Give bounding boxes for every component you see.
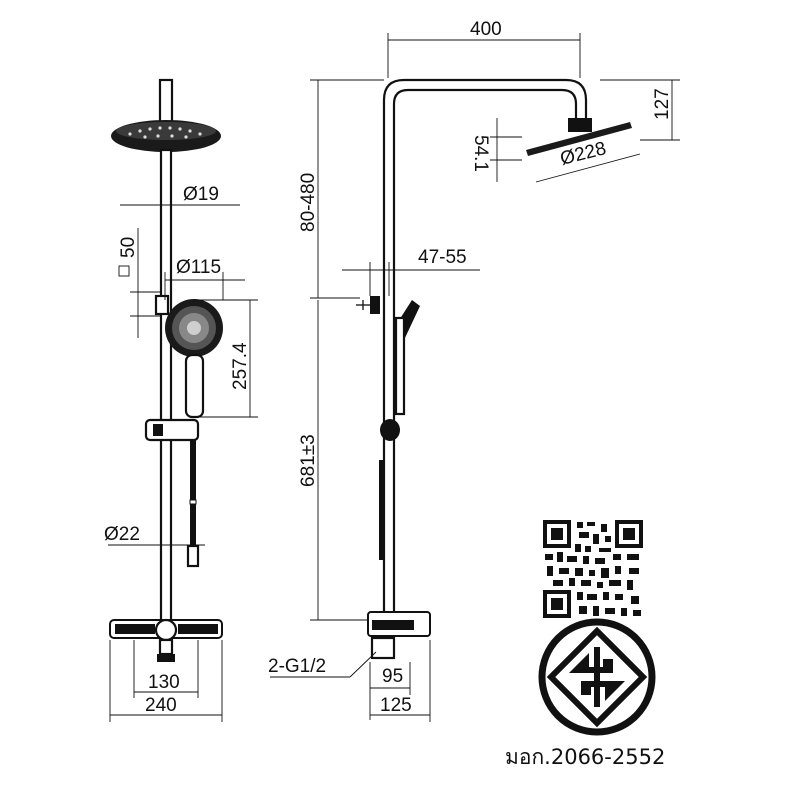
rain-shower-head bbox=[111, 120, 221, 152]
dim-upper-pipe-range: 80-480 bbox=[298, 173, 319, 232]
tis-certification-mark bbox=[538, 618, 656, 736]
dim-inlet-thread: 2-G1/2 bbox=[268, 656, 326, 677]
dim-wall-offset: 47-55 bbox=[418, 247, 467, 268]
dim-bracket-size: 50 bbox=[118, 237, 139, 258]
hose bbox=[186, 440, 200, 568]
thermostatic-valve bbox=[109, 618, 223, 662]
dim-head-height: 127 bbox=[652, 88, 673, 120]
front-view bbox=[109, 78, 223, 662]
hand-shower-side bbox=[394, 300, 420, 416]
dim-hand-shower-diameter: Ø115 bbox=[176, 257, 221, 278]
dim-valve-width: 240 bbox=[145, 695, 177, 716]
thermostatic-valve-side bbox=[367, 611, 431, 660]
side-view bbox=[356, 78, 632, 660]
dim-valve-depth-total: 125 bbox=[380, 695, 412, 716]
standard-number: มอก.2066-2552 bbox=[505, 745, 665, 769]
qr-code-icon bbox=[543, 520, 643, 618]
dim-valve-depth: 95 bbox=[382, 666, 403, 687]
dim-bar-diameter: Ø22 bbox=[104, 524, 140, 545]
dim-pipe-diameter: Ø19 bbox=[183, 184, 219, 205]
dim-lower-pipe-length: 681±3 bbox=[298, 434, 319, 487]
front-dimensions: Ø19 50 Ø115 257.4 Ø22 130 240 bbox=[104, 184, 258, 722]
dim-hand-shower-length: 257.4 bbox=[230, 342, 251, 390]
hand-shower bbox=[165, 299, 223, 419]
dim-center-distance: 130 bbox=[148, 672, 180, 693]
wall-bracket bbox=[356, 296, 380, 314]
dim-arm-length: 400 bbox=[470, 19, 502, 40]
side-dimensions: 400 127 54.1 Ø228 80-480 47-55 681±3 2-G… bbox=[268, 19, 680, 722]
rain-shower-head-side bbox=[526, 118, 632, 156]
dim-head-thickness: 54.1 bbox=[470, 135, 491, 172]
